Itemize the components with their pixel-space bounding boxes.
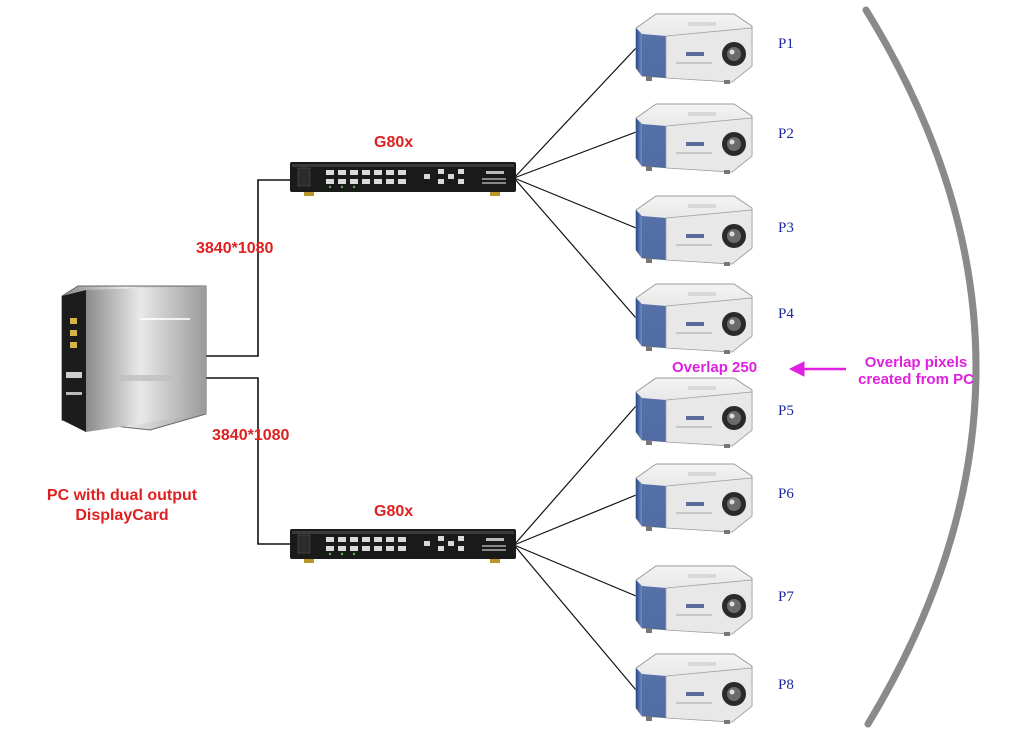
switcher-device-top: [289, 161, 517, 197]
projector-image-p7: [635, 565, 753, 637]
projector-image-p8: [635, 653, 753, 725]
projector-label-p5: P5: [778, 403, 794, 419]
curved-screen-arc: [862, 6, 980, 728]
link-resolution-top: 3840*1080: [196, 240, 274, 257]
pc-caption-line1: PC with dual output: [46, 487, 198, 504]
projector-image-p4: [635, 283, 753, 355]
overlap-value-label: Overlap 250: [672, 359, 758, 376]
overlap-note-line1: Overlap pixels: [864, 354, 968, 371]
pc-tower-image: [61, 285, 207, 432]
fanout-bottom: [513, 405, 637, 691]
cable-pc-to-switcher-top: [202, 179, 292, 357]
switcher-label-bottom: G80x: [374, 503, 414, 520]
projector-image-p5: [635, 377, 753, 449]
overlap-note: Overlap pixels created from PC: [838, 354, 994, 388]
pc-caption: PC with dual output DisplayCard: [6, 487, 238, 525]
cable-pc-to-switcher-bottom: [202, 377, 292, 545]
projector-label-p8: P8: [778, 677, 794, 693]
projector-image-p3: [635, 195, 753, 267]
switcher-label-top: G80x: [374, 134, 414, 151]
projector-image-p6: [635, 463, 753, 535]
projector-label-p4: P4: [778, 306, 794, 322]
projector-image-p1: [635, 13, 753, 85]
projector-label-p1: P1: [778, 36, 794, 52]
fanout-top: [513, 47, 637, 319]
projector-label-p6: P6: [778, 486, 794, 502]
projector-label-p3: P3: [778, 220, 794, 236]
link-resolution-bottom: 3840*1080: [212, 427, 290, 444]
projector-label-p7: P7: [778, 589, 794, 605]
overlap-note-line2: created from PC: [858, 371, 974, 388]
switcher-device-bottom: [289, 528, 517, 564]
projector-image-p2: [635, 103, 753, 175]
pc-caption-line2: DisplayCard: [75, 507, 169, 524]
projector-label-p2: P2: [778, 126, 794, 142]
overlap-arrow: [788, 361, 846, 377]
